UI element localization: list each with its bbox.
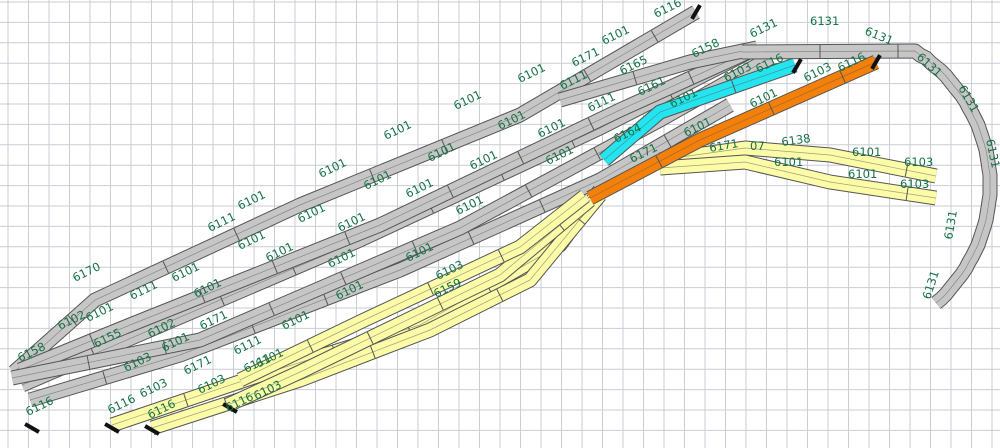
track-part-label: 6101 <box>774 155 803 169</box>
track-part-label: 6101 <box>852 145 881 159</box>
tracks-layer <box>9 5 998 436</box>
track-joint <box>344 231 351 245</box>
track-joint <box>517 151 524 164</box>
track-joint <box>441 139 448 153</box>
gray-track-1-centerline <box>13 11 697 373</box>
cyan-track-centerline <box>603 64 796 161</box>
gray-track-6-centerline <box>559 47 758 101</box>
track-joint <box>162 261 169 274</box>
track-joint <box>496 289 504 302</box>
track-part-label: 6171 <box>708 136 739 155</box>
track-part-label: 6103 <box>904 155 933 169</box>
track-joint <box>369 169 376 182</box>
track-joint <box>67 314 77 326</box>
track-end-bumper <box>144 424 160 436</box>
track-joint <box>268 302 275 316</box>
bumpers-layer <box>24 4 882 436</box>
track-end-bumper <box>24 422 40 434</box>
track-end-bumper <box>690 4 702 20</box>
track-joint <box>233 228 240 241</box>
track-joint <box>632 71 638 85</box>
track-joint <box>306 339 314 353</box>
track-joint <box>163 340 167 354</box>
track-joint <box>340 272 347 285</box>
track-end-bumper <box>791 58 803 74</box>
track-joint <box>525 184 533 197</box>
track-joint <box>102 371 108 384</box>
track-end-bumper <box>222 402 238 414</box>
track-joint <box>427 282 434 295</box>
track-end-bumper <box>870 54 882 70</box>
track-joint <box>650 30 659 43</box>
gray-track-3-centerline <box>29 104 731 401</box>
track-joint <box>587 117 595 130</box>
yellow-track-4-centerline <box>239 195 586 381</box>
track-joint <box>687 71 695 84</box>
track-joint <box>539 199 546 213</box>
track-joint <box>437 297 444 310</box>
track-part-label: 6131 <box>941 209 960 240</box>
track-joint <box>583 69 592 82</box>
track-joint <box>411 241 418 254</box>
track-joint <box>904 163 909 177</box>
track-joint <box>468 231 475 245</box>
track-end-bumper <box>104 422 120 434</box>
track-joint <box>199 289 206 303</box>
gray-curve-track-centerline <box>741 50 991 304</box>
track-joint <box>731 80 737 93</box>
track-joint <box>366 331 374 345</box>
track-joint <box>183 393 189 407</box>
yellow-track-5-centerline <box>659 147 937 177</box>
track-part-label: 6131 <box>810 14 839 28</box>
yellow-track-3-centerline <box>227 199 591 406</box>
track-joint <box>905 187 909 201</box>
track-joint <box>89 334 96 347</box>
track-joint <box>593 147 601 160</box>
track-joint <box>498 249 505 262</box>
track-part-label: 6101 <box>848 167 877 181</box>
track-joint <box>839 70 846 83</box>
track-part-label: 6103 <box>900 177 929 191</box>
gray-track-4-centerline <box>19 47 758 371</box>
track-joint <box>86 356 91 370</box>
orange-track-centerline <box>589 61 877 199</box>
track-joint <box>447 185 454 198</box>
yellow-track-6-centerline <box>659 161 937 199</box>
track-part-label: 6138 <box>780 131 811 149</box>
track-part-label: 07 <box>750 139 765 153</box>
track-joint <box>655 155 663 168</box>
track-joint <box>370 345 376 359</box>
track-joint <box>271 260 278 274</box>
track-joint <box>768 102 775 115</box>
track-joint <box>663 135 672 147</box>
